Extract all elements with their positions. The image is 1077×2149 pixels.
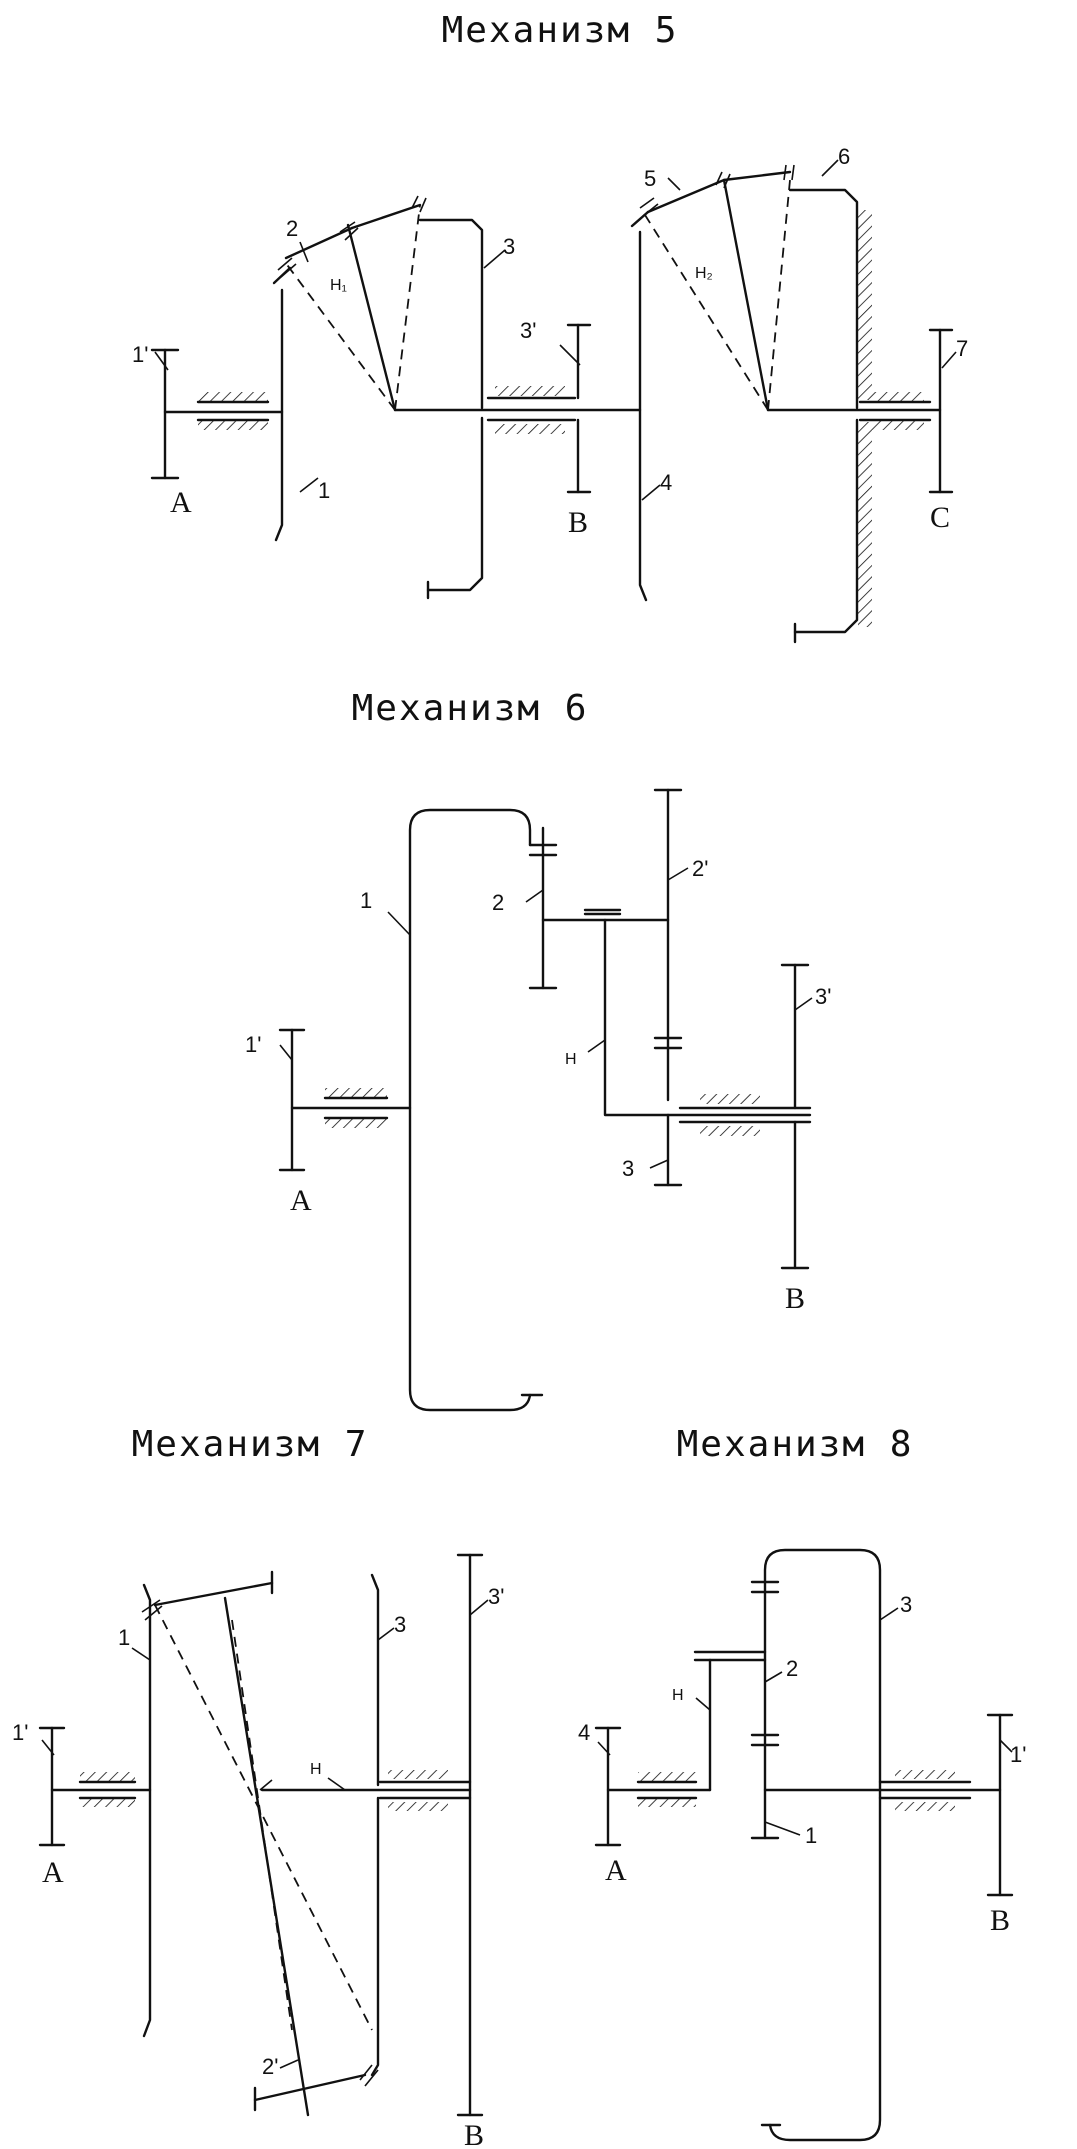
label-h: H [310, 1761, 322, 1778]
label-3: 3 [394, 1612, 406, 1637]
label-1-prime: 1' [1010, 1742, 1026, 1767]
bevel-gear-4 [638, 230, 648, 602]
gear-2 [528, 826, 558, 990]
label-1-prime: 1' [12, 1720, 28, 1745]
label-1: 1 [360, 888, 372, 913]
bevel-gear-1 [142, 1583, 152, 2038]
carrier-bearing [583, 908, 622, 916]
carrier-h2 [639, 164, 795, 412]
ring-gear-1 [408, 808, 532, 1412]
label-1: 1 [118, 1625, 130, 1650]
shaft-b [780, 1120, 810, 1270]
label-2: 2 [286, 216, 298, 241]
label-7: 7 [956, 336, 968, 361]
gear-1-prime [38, 1726, 66, 1847]
label-h: H [565, 1051, 577, 1068]
label-1: 1 [318, 478, 330, 503]
label-2: 2 [492, 890, 504, 915]
label-b: B [464, 2119, 484, 2149]
label-c: C [930, 501, 950, 534]
gear-3-prime [566, 323, 592, 400]
label-1: 1 [805, 1823, 817, 1848]
label-a: A [605, 1854, 627, 1887]
mechanism-6-title: Механизм 6 [352, 688, 589, 729]
bearing-c [858, 392, 932, 430]
satellite-2-2prime [153, 1570, 379, 2117]
label-2-prime: 2' [262, 2054, 278, 2079]
bearing-b [878, 1770, 972, 1811]
label-1-prime: 1' [245, 1032, 261, 1057]
label-h2: H₂ [695, 265, 713, 282]
gear-3-prime [780, 963, 810, 1110]
label-b: B [785, 1282, 805, 1315]
gear-2 [750, 1580, 780, 1840]
ring-gear-3 [763, 1548, 882, 2142]
fixed-ring-gear-6 [788, 188, 859, 410]
ring-gear-3 [418, 218, 484, 410]
gear-3-prime [456, 1553, 484, 2117]
bearing-a [636, 1772, 698, 1807]
label-3-prime: 3' [815, 984, 831, 1009]
gear-3 [653, 1113, 683, 1187]
label-4: 4 [660, 470, 672, 495]
label-3-prime: 3' [488, 1584, 504, 1609]
bearing-b [486, 386, 577, 434]
carrier-axle [693, 1650, 767, 1662]
label-b: B [568, 506, 588, 539]
fixed-ring-gear-6-lower [793, 418, 859, 634]
label-b: B [990, 1904, 1010, 1937]
bevel-gear-3-lower [370, 1796, 380, 2077]
label-3-prime: 3' [520, 318, 536, 343]
gear-1-prime [150, 348, 180, 480]
gear-7 [928, 328, 954, 494]
label-3: 3 [900, 1592, 912, 1617]
bearing-a [323, 1088, 389, 1128]
label-2: 2 [786, 1656, 798, 1681]
mechanism-8: Механизм 8 [578, 1424, 1026, 2142]
ring-gear-3-lower [426, 416, 484, 592]
bevel-gear-3 [370, 1573, 380, 1787]
mechanism-7-title: Механизм 7 [132, 1424, 369, 1465]
label-a: A [170, 486, 192, 519]
label-6: 6 [838, 144, 850, 169]
mechanism-5: Механизм 5 [132, 10, 968, 644]
housing-hatch-upper [858, 210, 872, 400]
label-3: 3 [503, 234, 515, 259]
label-a: A [42, 1856, 64, 1889]
bevel-gear-1 [274, 288, 284, 542]
label-a: A [290, 1184, 312, 1217]
carrier-h1 [277, 195, 427, 412]
bearing-b [678, 1094, 812, 1136]
shaft-b [566, 418, 592, 494]
label-5: 5 [644, 166, 656, 191]
carrier-h [603, 918, 812, 1117]
gear-2-prime [653, 788, 683, 1102]
label-3: 3 [622, 1156, 634, 1181]
gear-4 [594, 1726, 622, 1847]
bearing-a [196, 392, 270, 430]
mechanism-6: Механизм 6 [245, 688, 831, 1412]
mechanism-5-title: Механизм 5 [442, 10, 679, 51]
label-1-prime: 1' [132, 342, 148, 367]
label-h: H [672, 1687, 684, 1704]
mechanism-7: Механизм 7 [12, 1424, 504, 2149]
gear-1-prime [986, 1713, 1014, 1897]
housing-hatch-lower [858, 422, 872, 627]
label-h1: H₁ [330, 277, 347, 294]
label-2-prime: 2' [692, 856, 708, 881]
gear-1-prime [278, 1028, 306, 1172]
bearing-a [78, 1772, 137, 1807]
mechanism-8-title: Механизм 8 [677, 1424, 914, 1465]
bearing-b [378, 1770, 472, 1811]
label-4: 4 [578, 1720, 590, 1745]
